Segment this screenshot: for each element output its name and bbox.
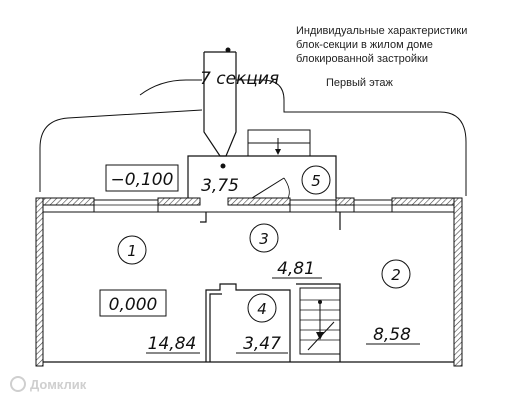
level-outside: −0,100 — [111, 170, 174, 190]
room-3-area: 4,81 — [277, 259, 315, 279]
section-boundary — [39, 79, 467, 196]
plan-header: Индивидуальные характеристики блок-секци… — [296, 25, 467, 89]
room-2-area: 8,58 — [373, 325, 411, 345]
room-1-number: 1 — [127, 242, 137, 260]
staircase — [299, 287, 341, 355]
room-3: 3 4,81 — [249, 223, 322, 279]
room-5-number: 5 — [311, 172, 321, 190]
room-2-number: 2 — [391, 266, 401, 284]
header-title-line-3: блокированной застройки — [296, 53, 428, 65]
room-1-area: 14,84 — [148, 334, 197, 354]
watermark-text: Домклик — [30, 377, 87, 392]
room-4: 4 3,47 — [236, 293, 288, 354]
porch-steps — [247, 129, 311, 157]
room-5-area: 3,75 — [201, 176, 239, 196]
level-marks: −0,100 0,000 — [99, 164, 179, 317]
floor-label: Первый этаж — [326, 77, 393, 89]
header-title-line-1: Индивидуальные характеристики — [296, 25, 467, 37]
vestibule — [187, 155, 337, 199]
watermark-logo: Домклик — [10, 376, 87, 392]
exterior-walls — [35, 197, 463, 367]
room-2: 2 8,58 — [366, 259, 420, 345]
room-4-number: 4 — [257, 300, 267, 318]
section-label: 7 секция — [200, 69, 279, 89]
level-inside: 0,000 — [109, 295, 158, 315]
header-title-line-2: блок-секции в жилом доме — [296, 39, 433, 51]
room-3-number: 3 — [259, 230, 269, 248]
room-1: 1 14,84 — [117, 235, 200, 354]
room-5: 5 3,75 — [201, 165, 331, 196]
ventilation-shaft — [203, 47, 237, 157]
room-4-area: 3,47 — [243, 334, 281, 354]
